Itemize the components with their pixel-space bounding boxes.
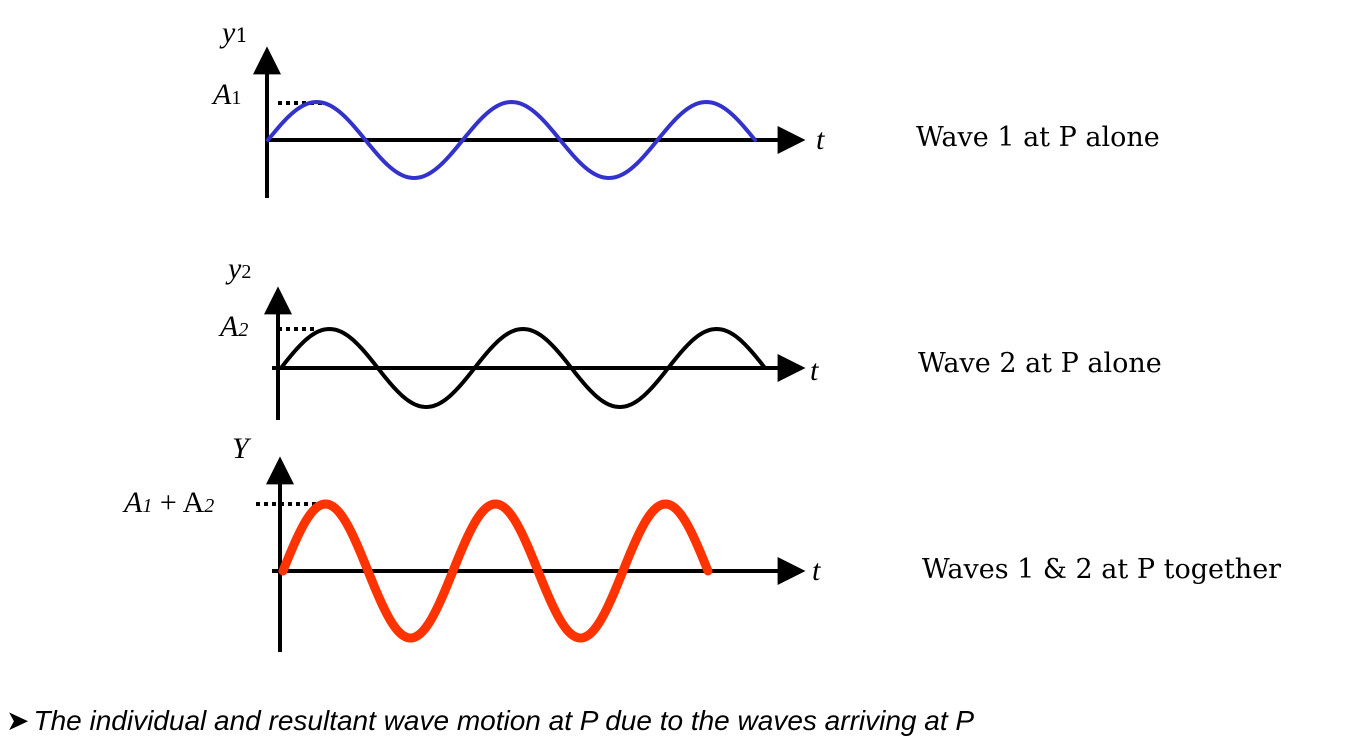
resultant-description: Waves 1 & 2 at P together [922, 554, 1281, 585]
panel-wave1: y1 A1 t Wave 1 at P alone [211, 16, 1160, 198]
wave2-amplitude-label: A2 [218, 310, 248, 343]
wave2-description: Wave 2 at P alone [918, 348, 1162, 379]
panel-wave2: y2 A2 t Wave 2 at P alone [218, 252, 1162, 420]
wave2-curve [279, 326, 767, 410]
caption-text: ➤The individual and resultant wave motio… [6, 705, 974, 736]
wave1-amplitude-label: A1 [211, 78, 241, 111]
resultant-t-label: t [812, 554, 821, 587]
resultant-y-label: Y [232, 432, 252, 465]
panel-resultant: Y A1 + A2 t Waves 1 & 2 at P together [122, 432, 1281, 652]
wave2-y-label: y2 [225, 252, 251, 285]
resultant-amplitude-label: A1 + A2 [122, 486, 214, 519]
caption-bullet-icon: ➤ [6, 705, 29, 736]
wave1-y-label: y1 [219, 16, 248, 49]
wave2-t-label: t [810, 354, 819, 387]
wave1-description: Wave 1 at P alone [916, 122, 1160, 153]
wave1-t-label: t [816, 123, 825, 156]
resultant-curve [278, 499, 713, 643]
wave1-curve [266, 99, 757, 181]
caption: ➤The individual and resultant wave motio… [6, 705, 974, 736]
